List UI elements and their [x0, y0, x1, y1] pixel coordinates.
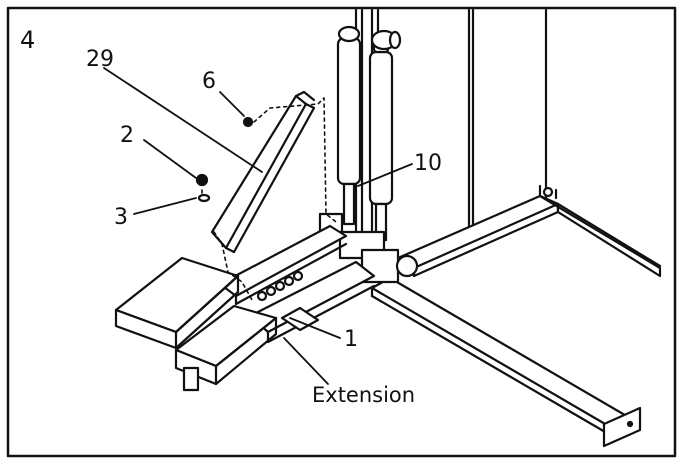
callout-1: 1 — [344, 327, 358, 352]
bolt-part-6 — [242, 116, 254, 128]
rear-frame-lines — [467, 8, 548, 230]
assembly-dashed-paths — [201, 97, 337, 301]
nut-part-3 — [197, 193, 211, 203]
callout-10: 10 — [414, 151, 442, 176]
callout-6: 6 — [202, 69, 216, 94]
leader-lines — [103, 67, 413, 385]
callout-extension: Extension — [312, 383, 415, 407]
callout-2: 2 — [120, 123, 134, 148]
pedal-arm-upper — [218, 224, 348, 306]
washer-part-2 — [195, 173, 209, 187]
step-number: 4 — [20, 26, 35, 54]
floor-rail-front — [370, 276, 642, 448]
brace-part-29 — [210, 90, 316, 254]
callout-29: 29 — [86, 47, 114, 72]
figure-frame — [6, 6, 677, 458]
floor-rail-rear — [396, 184, 662, 278]
callout-3: 3 — [114, 205, 128, 230]
base-junction-bracket — [318, 212, 419, 284]
adjustment-holes — [256, 270, 304, 302]
hydraulic-cylinder-right — [368, 29, 402, 242]
hydraulic-cylinder-left — [336, 25, 362, 226]
foot-pedal-lower — [174, 304, 278, 392]
foot-pedal-upper — [114, 256, 240, 350]
